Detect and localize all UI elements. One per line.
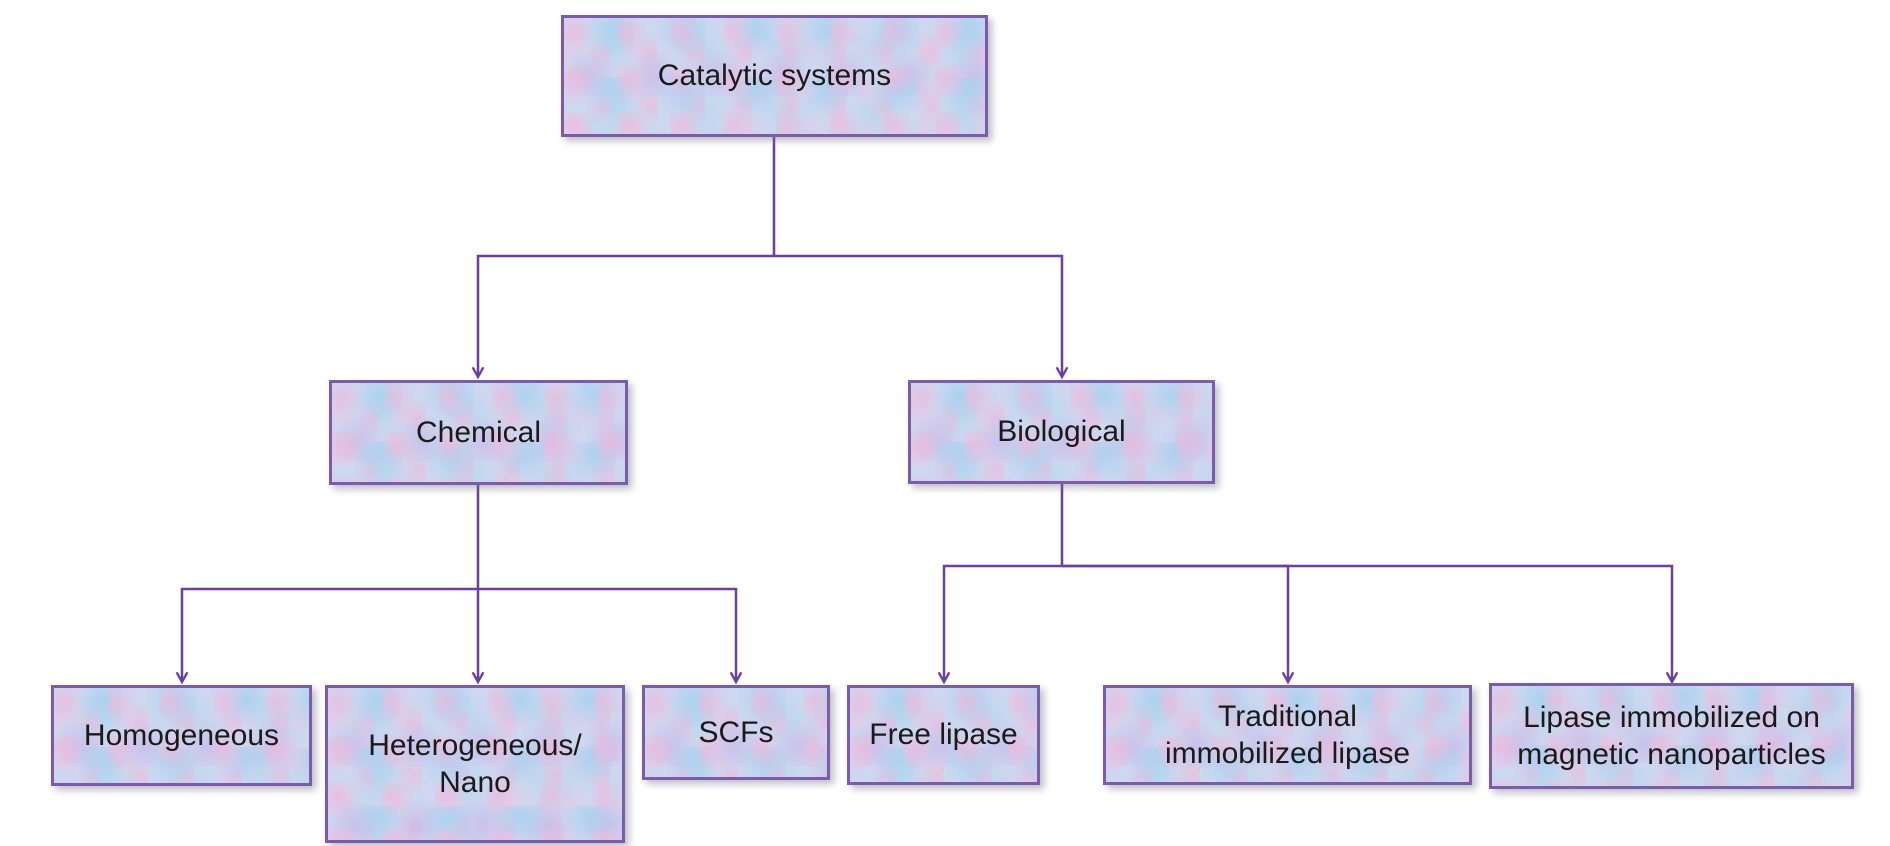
node-homogeneous-label: Homogeneous xyxy=(83,718,280,752)
node-lipase-magnetic-nanoparticles-label: Lipase immobilized on magnetic nanoparti… xyxy=(1517,700,1826,772)
node-traditional-immobilized-lipase-label: Traditional immobilized lipase xyxy=(1164,699,1411,771)
node-chemical: Chemical xyxy=(329,380,628,485)
edge-chemical-scfs xyxy=(478,587,743,685)
node-catalytic-systems-label: Catalytic systems xyxy=(657,59,892,93)
edge-biological-traditional xyxy=(1062,564,1295,685)
node-biological: Biological xyxy=(908,380,1215,484)
node-biological-label: Biological xyxy=(997,415,1126,449)
node-heterogeneous-nano-label: Heterogeneous/ Nano xyxy=(368,728,582,800)
node-scfs-label: SCFs xyxy=(698,715,774,749)
edge-biological-magnetic xyxy=(1062,564,1679,685)
node-lipase-magnetic-nanoparticles: Lipase immobilized on magnetic nanoparti… xyxy=(1489,683,1854,789)
node-scfs: SCFs xyxy=(642,685,830,780)
node-chemical-label: Chemical xyxy=(415,415,542,449)
node-heterogeneous-nano: Heterogeneous/ Nano xyxy=(325,685,625,843)
node-free-lipase: Free lipase xyxy=(847,685,1040,785)
node-catalytic-systems: Catalytic systems xyxy=(561,15,988,137)
node-traditional-immobilized-lipase: Traditional immobilized lipase xyxy=(1103,685,1472,785)
edge-chemical-homogeneous xyxy=(175,587,478,685)
edge-catalytic-biological xyxy=(774,254,1069,380)
edge-catalytic-chemical xyxy=(471,254,774,380)
node-free-lipase-label: Free lipase xyxy=(869,718,1018,752)
node-homogeneous: Homogeneous xyxy=(51,685,312,786)
edge-biological-free-lipase xyxy=(937,564,1062,685)
